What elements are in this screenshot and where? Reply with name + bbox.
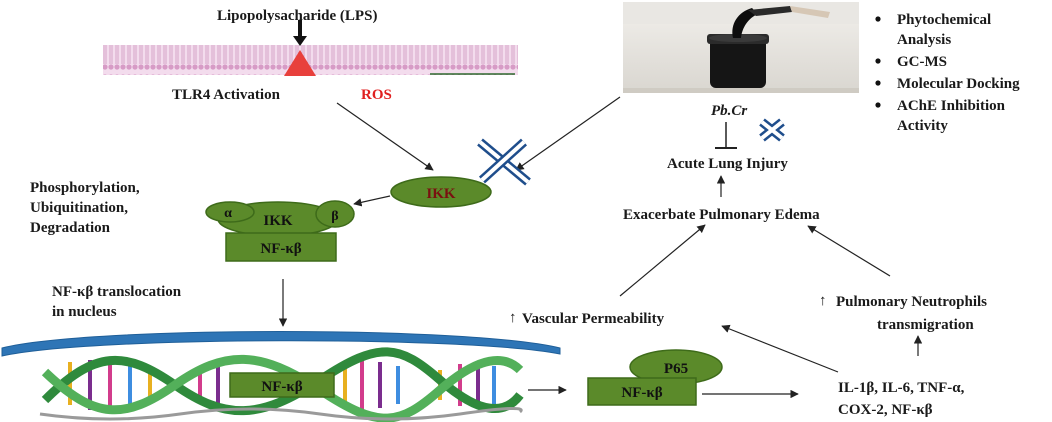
nuclear-membrane	[1, 331, 561, 357]
assay-item: GC-MS	[897, 54, 947, 70]
lps-label: Lipopolysacharide (LPS)	[217, 8, 377, 24]
assay-item: Molecular Docking	[897, 76, 1020, 92]
tlr4-receptor-icon	[284, 50, 316, 76]
translocation-line: NF-κβ translocation	[52, 284, 182, 300]
bullet-icon	[875, 58, 881, 64]
nfkb-dna-node	[229, 372, 335, 398]
vascular-permeability-label: Vascular Permeability	[522, 311, 665, 327]
nfkb-p65-node	[587, 377, 697, 406]
inhibition-bar-icon	[715, 122, 737, 149]
ros-label: ROS	[361, 87, 392, 103]
tlr4-activation-label: TLR4 Activation	[172, 87, 281, 103]
beta-subunit-node	[315, 200, 355, 228]
bullet-icon	[875, 80, 881, 86]
phospho-line: Ubiquitination,	[30, 200, 128, 216]
translocation-line: in nucleus	[52, 304, 117, 320]
neutrophils-line: transmigration	[877, 317, 974, 333]
vascular-up-arrow: ↑	[509, 310, 517, 326]
nfkb-dna-label: NF-κβ	[261, 379, 302, 395]
alpha-subunit-node	[205, 201, 255, 223]
nfkb-p65-label: NF-κβ	[621, 385, 662, 401]
bullet-icon	[875, 102, 881, 108]
ikk-nfkb-complex: IKK α β NF-κβ	[205, 200, 355, 262]
alpha-label: α	[224, 206, 232, 221]
pbcr-label: Pb.Cr	[711, 103, 747, 119]
cytokines-line: COX-2, NF-κβ	[838, 402, 933, 418]
ikk-inhibit-cross-icon	[477, 138, 531, 186]
phospho-line: Phosphorylation,	[30, 180, 140, 196]
acute-lung-injury-label: Acute Lung Injury	[667, 156, 788, 172]
ikk-complex-label: IKK	[263, 213, 293, 229]
ikk-active-label: IKK	[426, 186, 456, 202]
exacerbate-edema-label: Exacerbate Pulmonary Edema	[623, 207, 820, 223]
inhibit-cross-icon	[759, 118, 785, 142]
neutrophils-line: Pulmonary Neutrophils	[836, 294, 987, 310]
p65-label: P65	[664, 361, 688, 377]
nfkb-complex-label: NF-κβ	[260, 241, 301, 257]
nfkb-complex-node	[225, 232, 337, 262]
bullet-icon	[875, 16, 881, 22]
ikk-active-node	[390, 176, 492, 208]
phospho-line: Degradation	[30, 220, 111, 236]
cytokines-line: IL-1β, IL-6, TNF-α,	[838, 380, 965, 396]
neutrophils-up-arrow: ↑	[819, 293, 827, 309]
beta-label: β	[331, 209, 338, 224]
lps-down-arrow-icon	[293, 20, 307, 46]
plant-extract-photo	[623, 2, 859, 93]
